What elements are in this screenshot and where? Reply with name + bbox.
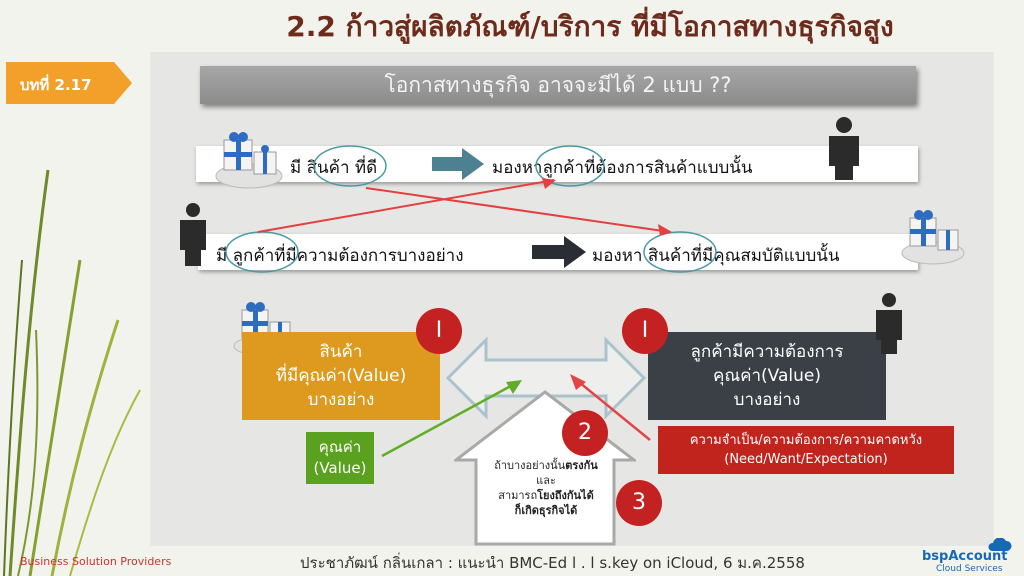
customer-box-line: บางอย่าง [733, 390, 801, 410]
customer-box-line: ลูกค้ามีความต้องการ [690, 342, 844, 362]
row1-left-text: มี สินค้า ที่ดี [290, 158, 378, 178]
gift-box-icon [215, 132, 283, 189]
house-line: สามารถโยงถึงกันได้ [478, 488, 614, 503]
house-text: ถ้าบางอย่างนั้นตรงกัน และ สามารถโยงถึงกั… [478, 458, 614, 518]
product-value-box: สินค้า ที่มีคุณค่า(Value) บางอย่าง [242, 332, 440, 420]
house-text-plain: สามารถ [498, 489, 538, 502]
double-arrow-icon [446, 336, 646, 420]
marker-circle: 3 [616, 480, 662, 526]
need-want-expectation-box: ความจำเป็น/ความต้องการ/ความคาดหวัง (Need… [658, 426, 954, 474]
chapter-tag: บทที่ 2.17 [6, 62, 132, 104]
need-box-line: (Need/Want/Expectation) [724, 452, 888, 467]
customer-need-box: ลูกค้ามีความต้องการ คุณค่า(Value) บางอย่… [648, 332, 886, 420]
gift-box-icon [901, 210, 965, 265]
marker-circle: I [622, 308, 668, 354]
arrow-right-icon [432, 148, 484, 180]
value-box-line: (Value) [313, 459, 367, 477]
cross-arrows [225, 145, 717, 273]
house-text-bold: ตรงกัน [565, 459, 598, 472]
row2-left-text: มี ลูกค้าที่มีความต้องการบางอย่าง [216, 246, 464, 266]
footer-credit: ประชาภัฒน์ กลิ่นเกลา : แนะนำ BMC-Ed l . … [300, 554, 805, 572]
need-box-line: ความจำเป็น/ความต้องการ/ความคาดหวัง [689, 433, 923, 448]
product-box-line: สินค้า [319, 342, 363, 362]
chapter-tag-label: บทที่ 2.17 [20, 76, 92, 94]
person-icon [180, 203, 206, 266]
brand-logo: bspAccount [922, 549, 1008, 564]
marker-circle: 2 [562, 410, 608, 456]
cloud-icon [988, 538, 1012, 551]
arrow-right-icon [532, 236, 586, 268]
house-text-bold: โยงถึงกันได้ [537, 489, 594, 502]
highlight-circle [535, 145, 605, 187]
person-icon [876, 293, 902, 354]
product-box-line: บางอย่าง [307, 390, 375, 410]
house-text-plain: ถ้าบางอย่างนั้น [494, 459, 566, 472]
house-line: ก็เกิดธุรกิจได้ [514, 504, 578, 517]
product-box-line: ที่มีคุณค่า(Value) [275, 366, 407, 386]
footer-company: Business Solution Providers [20, 555, 172, 568]
person-icon [829, 117, 859, 180]
marker-circle: I [416, 308, 462, 354]
tag-shape [6, 62, 132, 104]
row1-right-text: มองหาลูกค้าที่ต้องการสินค้าแบบนั้น [492, 158, 753, 178]
highlight-circle [643, 231, 717, 273]
value-box: คุณค่า (Value) [306, 432, 374, 484]
highlight-circle [225, 231, 299, 273]
brand-logo-subtitle: Cloud Services [936, 564, 1003, 574]
header-bar: โอกาสทางธุรกิจ อาจจะมีได้ 2 แบบ ?? [200, 66, 916, 104]
slide-title: 2.2 ก้าวสู่ผลิตภัณฑ์/บริการ ที่มีโอกาสทา… [286, 10, 894, 43]
value-box-line: คุณค่า [318, 438, 362, 456]
house-line: และ [536, 474, 556, 487]
row1-strip [196, 146, 918, 182]
pointer-arrows [381, 374, 651, 458]
customer-box-line: คุณค่า(Value) [712, 366, 821, 386]
house-line: ถ้าบางอย่างนั้นตรงกัน [478, 458, 614, 473]
highlight-circle [313, 145, 387, 187]
